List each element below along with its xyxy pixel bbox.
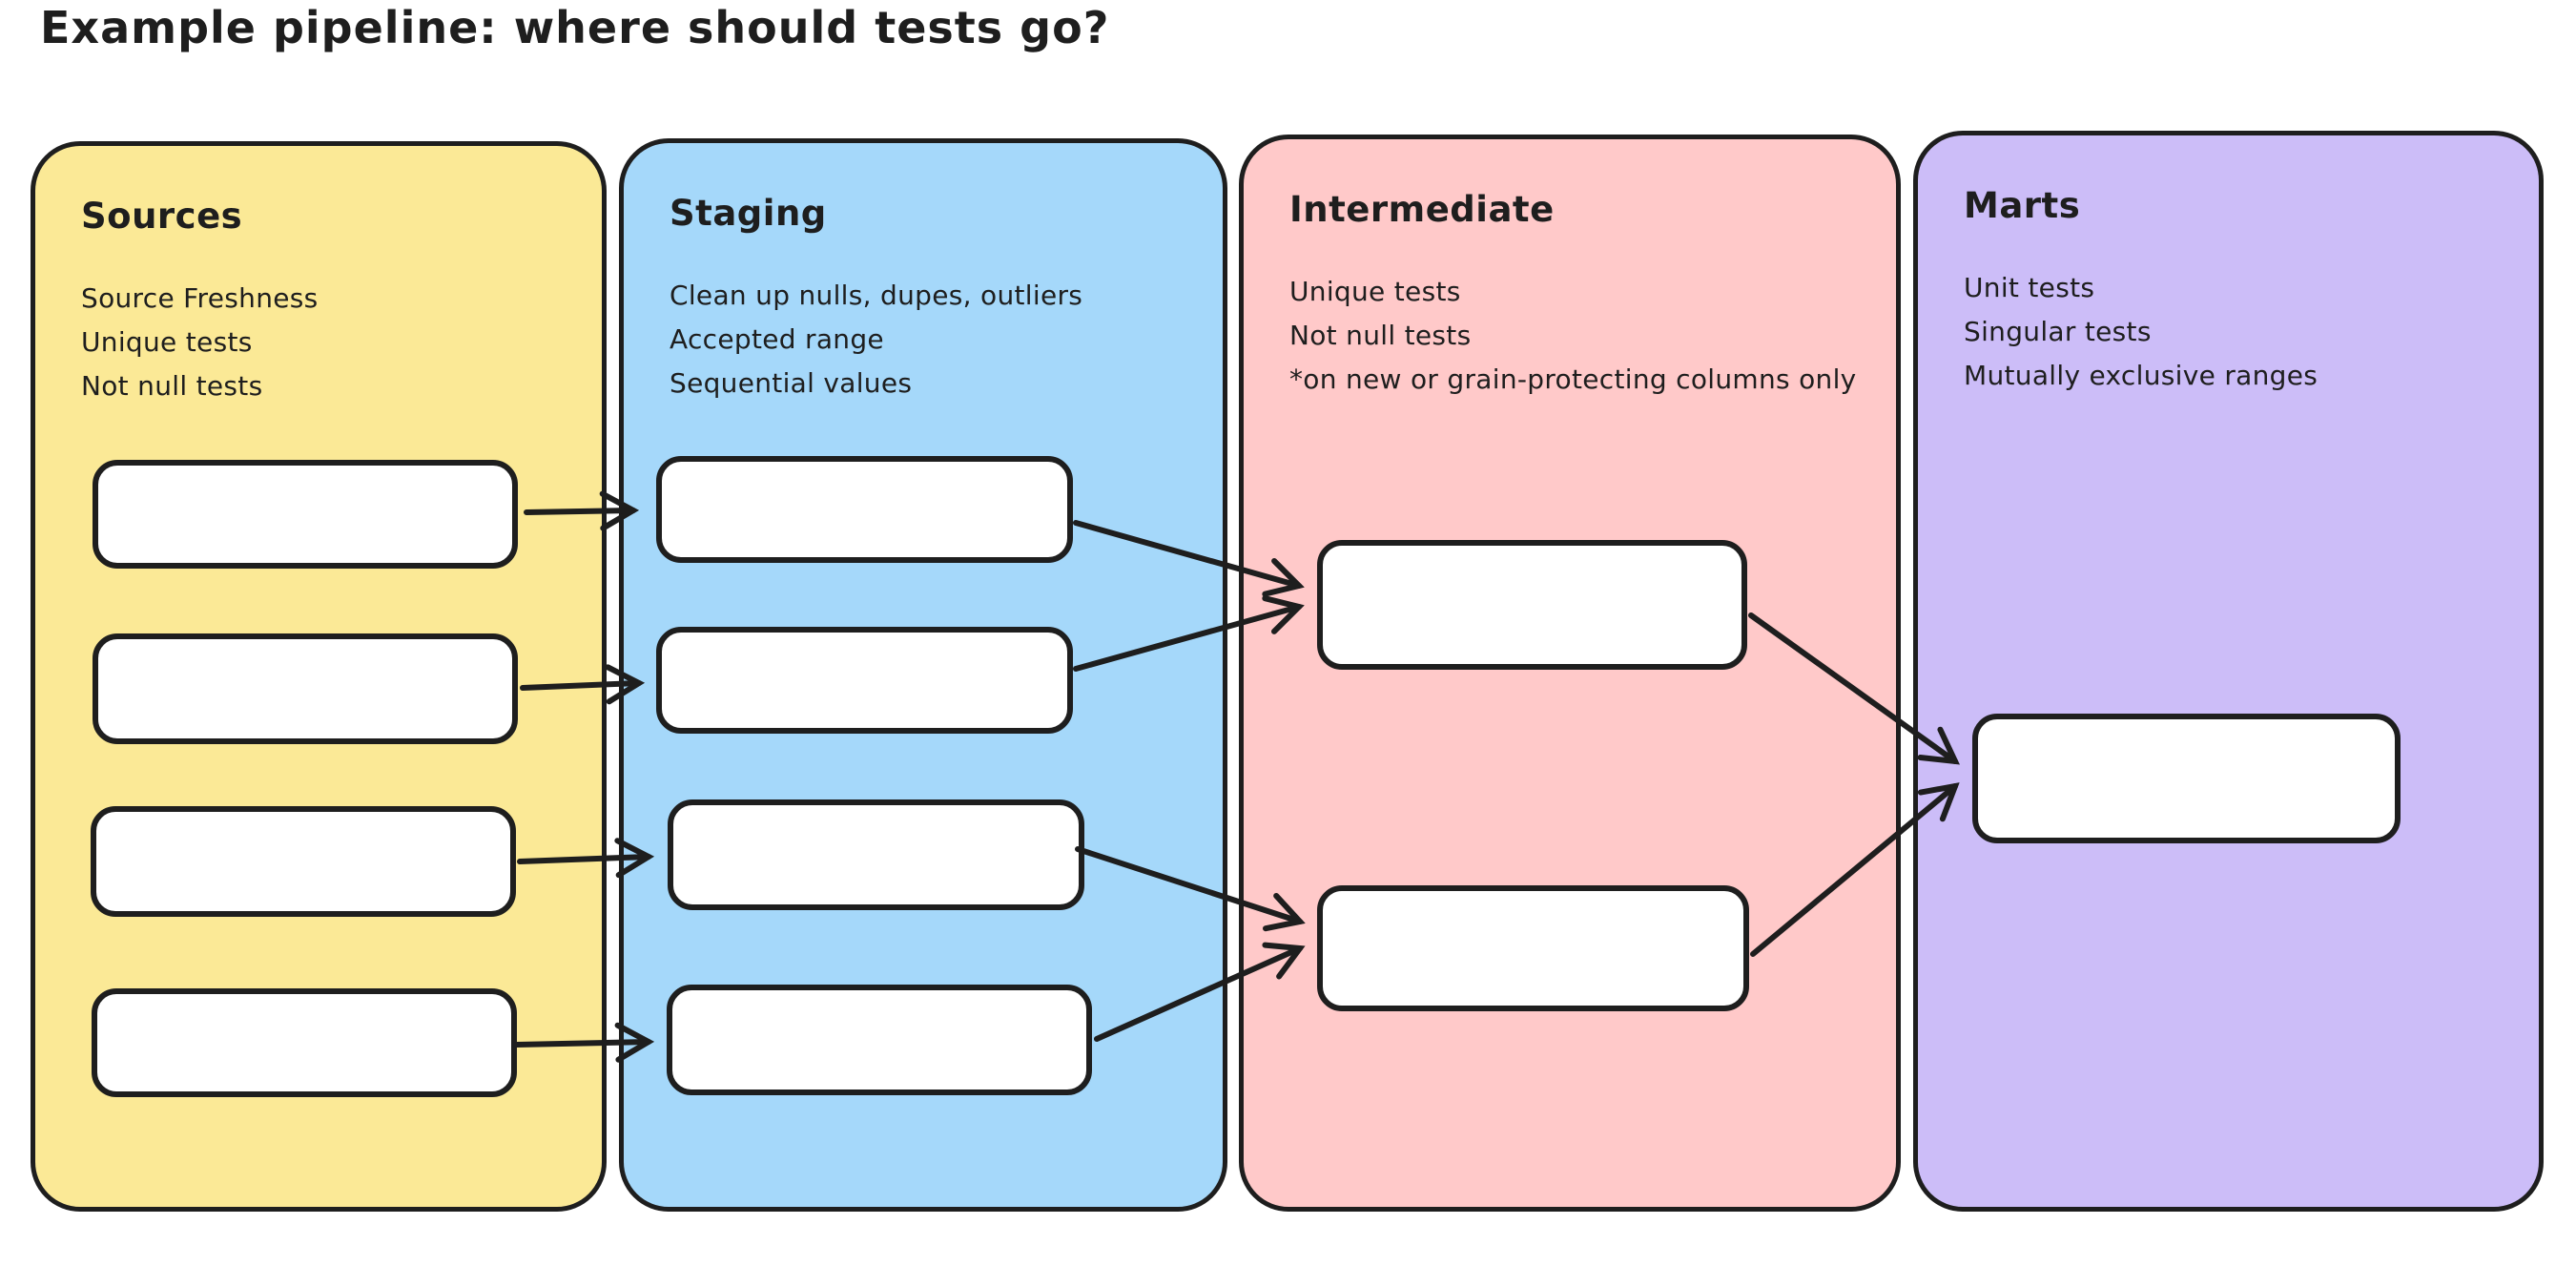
note-not-null-tests: Not null tests: [81, 370, 263, 402]
panel-intermediate: Intermediate Unique tests Not null tests…: [1239, 135, 1901, 1212]
note-mutually-exclusive: Mutually exclusive ranges: [1964, 360, 2318, 391]
panel-sources-title: Sources: [81, 196, 243, 237]
note-sequential-values: Sequential values: [670, 367, 913, 399]
node-marts-1: [1972, 714, 2401, 843]
note-unique-tests-int: Unique tests: [1289, 276, 1461, 307]
panel-intermediate-notes: Unique tests Not null tests *on new or g…: [1289, 270, 1858, 402]
node-sources-1: [93, 460, 518, 569]
panel-staging-notes: Clean up nulls, dupes, outliers Accepted…: [670, 274, 1185, 405]
panel-marts: Marts Unit tests Singular tests Mutually…: [1913, 131, 2544, 1212]
node-staging-3: [668, 799, 1084, 910]
node-sources-4: [92, 988, 517, 1097]
node-sources-3: [91, 806, 516, 917]
panel-staging-title: Staging: [670, 193, 827, 234]
node-intermediate-1: [1317, 540, 1747, 670]
node-staging-1: [656, 456, 1073, 563]
note-unit-tests: Unit tests: [1964, 272, 2095, 303]
panel-marts-title: Marts: [1964, 185, 2081, 226]
node-intermediate-2: [1317, 885, 1749, 1011]
note-singular-tests: Singular tests: [1964, 316, 2152, 347]
diagram-title: Example pipeline: where should tests go?: [40, 2, 1110, 53]
note-source-freshness: Source Freshness: [81, 282, 319, 314]
note-grain-protecting: *on new or grain-protecting columns only: [1289, 363, 1857, 395]
note-clean-up: Clean up nulls, dupes, outliers: [670, 280, 1083, 311]
note-not-null-tests-int: Not null tests: [1289, 320, 1472, 351]
panel-marts-notes: Unit tests Singular tests Mutually exclu…: [1964, 266, 2501, 398]
node-staging-2: [656, 627, 1073, 734]
panel-intermediate-title: Intermediate: [1289, 189, 1555, 230]
note-accepted-range: Accepted range: [670, 323, 884, 355]
node-staging-4: [667, 985, 1092, 1095]
panel-sources-notes: Source Freshness Unique tests Not null t…: [81, 277, 564, 408]
node-sources-2: [93, 633, 518, 744]
note-unique-tests: Unique tests: [81, 326, 253, 358]
